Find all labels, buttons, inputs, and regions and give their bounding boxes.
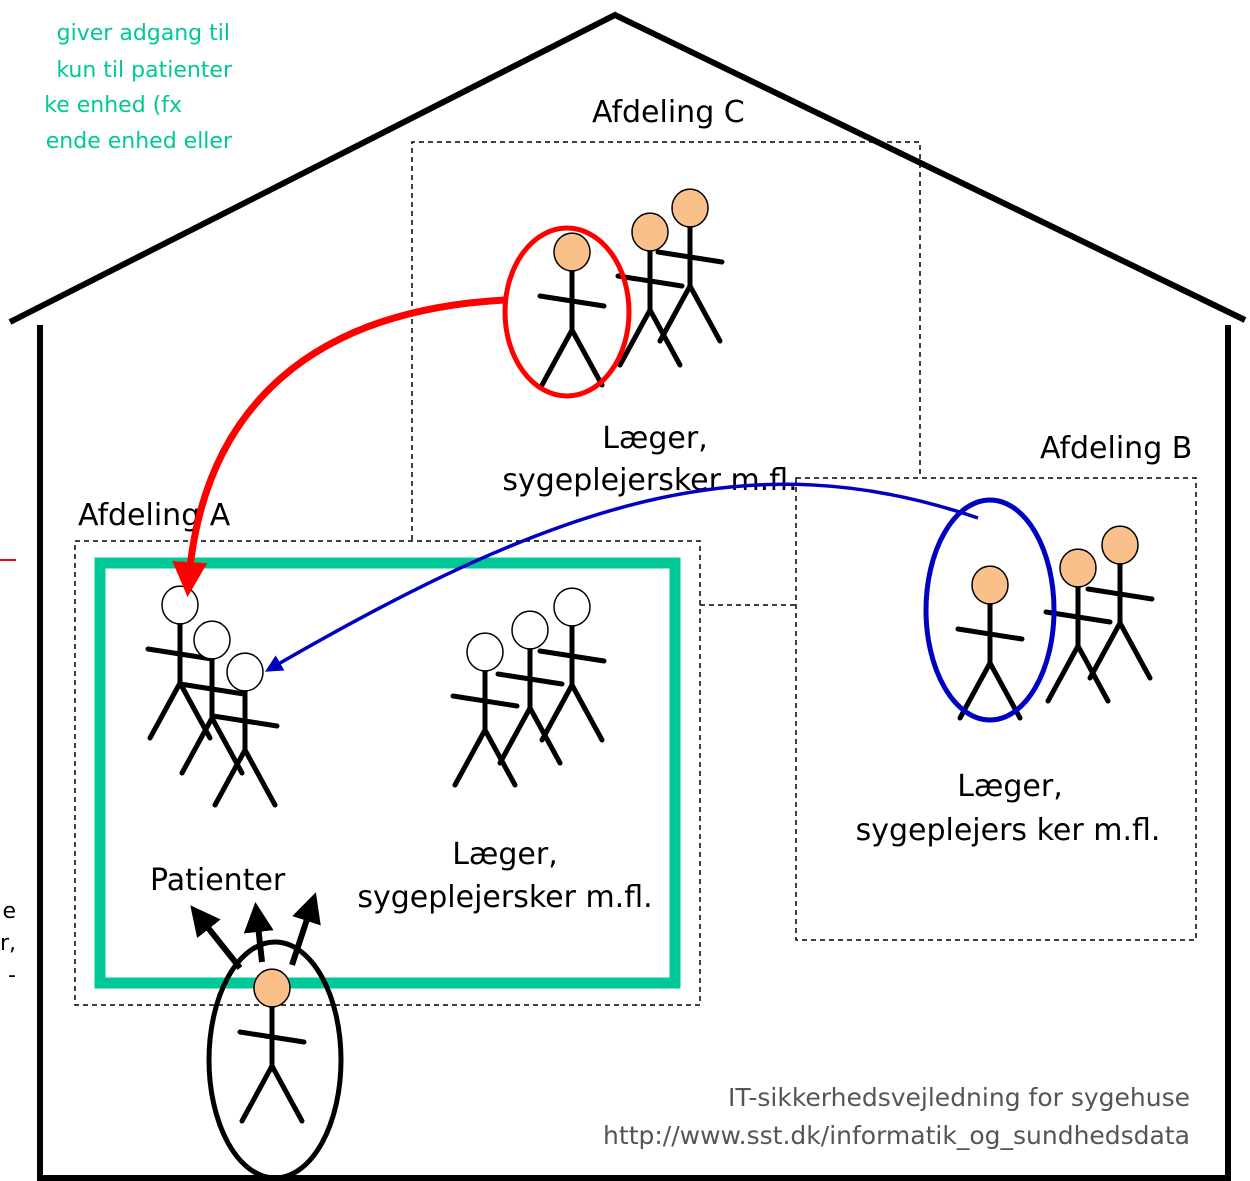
staff-c-figure [655,188,725,344]
staff-a-label-line1: Læger, [452,837,558,872]
arrow-outsider-left [190,905,243,970]
clipped-note-black: e r, - [0,899,16,988]
staff-a-figure [537,587,607,743]
patient-figure [177,620,247,776]
credit-line2: http://www.sst.dk/informatik_og_sundheds… [603,1121,1190,1150]
head [511,610,549,650]
department-a-box [74,540,701,1006]
patients-label: Patienter [150,863,286,898]
head [1101,525,1139,565]
staff-c-label-line2: sygeplejersker m.fl. [502,463,797,498]
head [553,232,591,272]
department-c-label: Afdeling C [592,95,745,130]
patient-figure [210,652,280,808]
arrow-outsider-right [289,892,321,966]
arrow-b-to-patients [264,482,979,672]
note-line: giver adgang til [57,21,230,46]
clipped-note-teal: giver adgang til kun til patienter ke en… [44,21,233,154]
staff-b-selection [923,497,1057,723]
access-zone [94,557,681,989]
staff-b-figure [955,565,1025,721]
roof [8,11,1247,325]
note-line: r, [0,931,16,956]
staff-b-figure [1043,548,1113,704]
staff-c-figure [615,212,685,368]
note-line: kun til patienter [56,58,233,83]
arrow-c-to-patients [172,296,506,597]
department-b-box [795,477,1197,941]
credit-line1: IT-sikkerhedsvejledning for sygehuse [728,1083,1190,1112]
head [193,620,231,660]
head [1059,548,1097,588]
head [466,632,504,672]
department-a-label: Afdeling A [78,498,231,533]
patient-figure [145,585,215,741]
arrow-outsider-middle [243,902,274,963]
head [631,212,669,252]
department-b-label: Afdeling B [1040,431,1192,466]
staff-a-figure [450,632,520,788]
head [161,585,199,625]
staff-a-figure [495,610,565,766]
head [971,565,1009,605]
staff-c-figure [537,232,607,388]
note-line: ende enhed eller [46,129,233,154]
head [553,587,591,627]
staff-a-label-line2: sygeplejersker m.fl. [357,880,652,915]
staff-c-label-line1: Læger, [602,421,708,456]
head [253,968,291,1008]
head [226,652,264,692]
staff-b-label-line1: Læger, [957,769,1063,804]
stick-figures [145,188,1155,1124]
staff-b-figure [1085,525,1155,681]
staff-c-selection [502,225,632,399]
outsider-selection [206,939,344,1181]
note-line: ke enhed (fx [44,93,182,118]
note-line: - [8,963,16,988]
department-c-box [411,141,921,540]
outsider-figure [237,968,307,1124]
house-outline [8,11,1247,1181]
staff-b-label-line2: sygeplejers ker m.fl. [856,813,1161,848]
head [671,188,709,228]
note-line: e [2,899,16,924]
